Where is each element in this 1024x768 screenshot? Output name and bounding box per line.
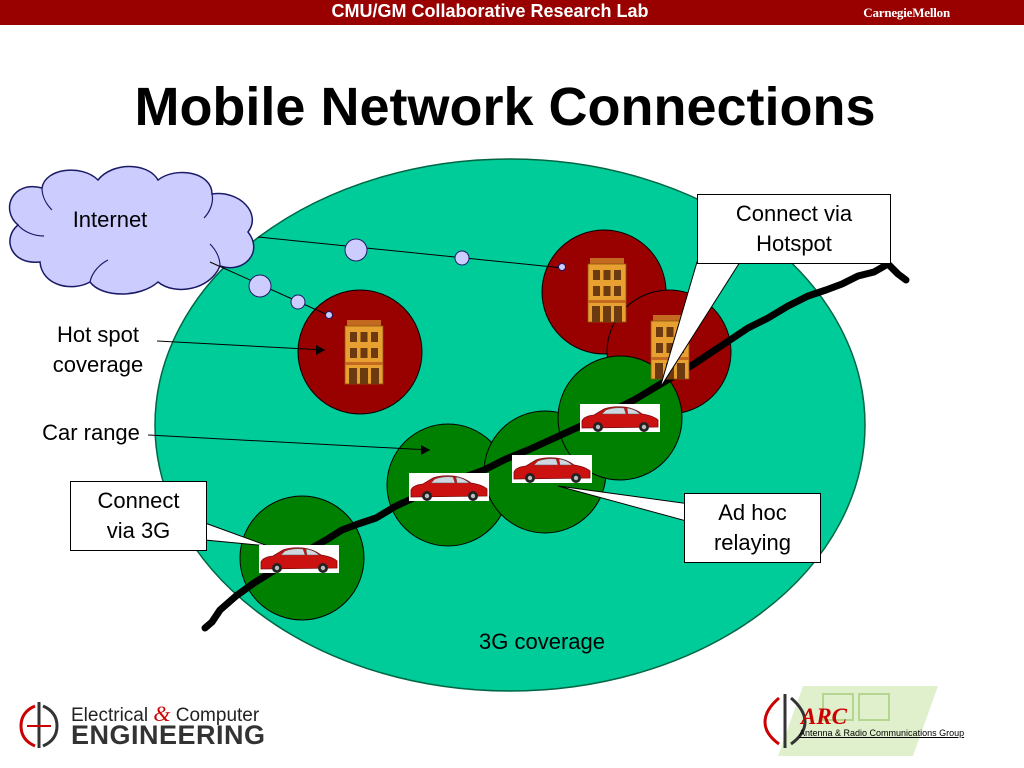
arc-logo-text: ARC [801,704,848,729]
ece-logo-mark-icon [19,702,59,748]
ece-logo-text-electrical: Electrical [71,705,149,726]
car-range-label-arrow [147,434,431,451]
ece-logo-ampersand: & [153,701,171,726]
hotspot-coverage-label: Hot spot coverage [38,320,158,380]
callout-connect-via-hotspot-line1: Connect via [735,201,853,226]
hotspot-coverage-label-line2: coverage [52,352,144,377]
header-bar: CMU/GM Collaborative Research Lab Carneg… [0,0,1024,25]
callout-connect-via-3g-line1: Connect [97,488,180,513]
hotspot-label-arrow [156,340,326,351]
hotspot-building-icon [344,319,384,385]
internet-label: Internet [72,207,148,232]
connection-line [257,236,564,269]
car-range-label: Car range [42,420,140,445]
header-title: CMU/GM Collaborative Research Lab [331,1,649,21]
signal-bubble [325,311,333,319]
arc-logo-graphic-icon [763,686,938,756]
callout-ad-hoc-relaying: Ad hoc relaying [684,493,821,563]
callout-connect-via-3g-line2: via 3G [106,518,171,543]
slide-title: Mobile Network Connections [134,77,876,137]
callout-ad-hoc-relaying-line2: relaying [713,530,792,555]
ece-logo-text-computer: Computer [175,705,260,726]
signal-bubble [248,274,272,298]
arc-logo-fullname: Antenna & Radio Communications Group [799,728,965,738]
3g-coverage-label: 3G coverage [479,629,605,654]
callout-connect-via-3g: Connect via 3G [70,481,207,551]
ece-logo-text-engineering: ENGINEERING [71,720,266,750]
signal-bubble [454,250,470,266]
callout-ad-hoc-relaying-line1: Ad hoc [718,500,787,525]
signal-bubble [290,294,306,310]
arc-logo: ARC Antenna & Radio Communications Group [763,686,983,756]
hotspot-building-icon [587,257,627,323]
ece-logo: Electrical & Computer ENGINEERING [15,700,265,750]
signal-bubble [344,238,368,262]
callout-connect-via-hotspot-line2: Hotspot [756,231,832,256]
signal-bubble [558,263,566,271]
internet-cloud [8,165,255,295]
callout-connect-via-hotspot: Connect via Hotspot [697,194,891,264]
hotspot-coverage-label-line1: Hot spot [57,322,139,347]
carnegie-mellon-wordmark: CarnegieMellon [863,5,950,20]
